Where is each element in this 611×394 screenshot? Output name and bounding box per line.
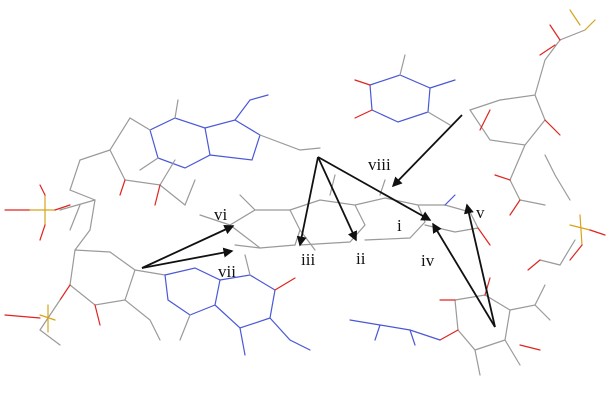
arrow-to-iv xyxy=(432,222,496,328)
arrow-to-v xyxy=(464,203,496,328)
lower-right-sugar xyxy=(349,277,551,376)
label-ii: ii xyxy=(356,249,366,268)
arrow-to-vi xyxy=(141,225,235,269)
upper-left-base xyxy=(129,94,321,171)
lower-left-base xyxy=(164,254,311,356)
label-iv: iv xyxy=(421,251,435,270)
label-viii: viii xyxy=(368,155,391,174)
molecule-wireframe xyxy=(4,9,606,376)
upper-right-base xyxy=(354,54,456,126)
annotation-arrows xyxy=(141,114,496,328)
right-backbone xyxy=(469,9,606,271)
arrow-to-viii xyxy=(391,114,463,188)
arrow-to-iii xyxy=(296,156,319,247)
central-ring-system xyxy=(199,174,491,251)
left-phosphate xyxy=(4,184,71,241)
upper-left-sugar xyxy=(59,117,196,251)
arrow-to-ii xyxy=(317,156,358,242)
label-iii: iii xyxy=(301,250,315,269)
label-vii: vii xyxy=(218,262,236,281)
annotation-labels: i ii iii iv v vi vii viii xyxy=(214,155,485,281)
arrow-to-i xyxy=(317,156,432,221)
arrow-to-vii xyxy=(141,247,234,269)
lower-left-sugar xyxy=(4,204,166,346)
label-v: v xyxy=(476,203,485,222)
label-vi: vi xyxy=(214,205,228,224)
label-i: i xyxy=(397,216,402,235)
